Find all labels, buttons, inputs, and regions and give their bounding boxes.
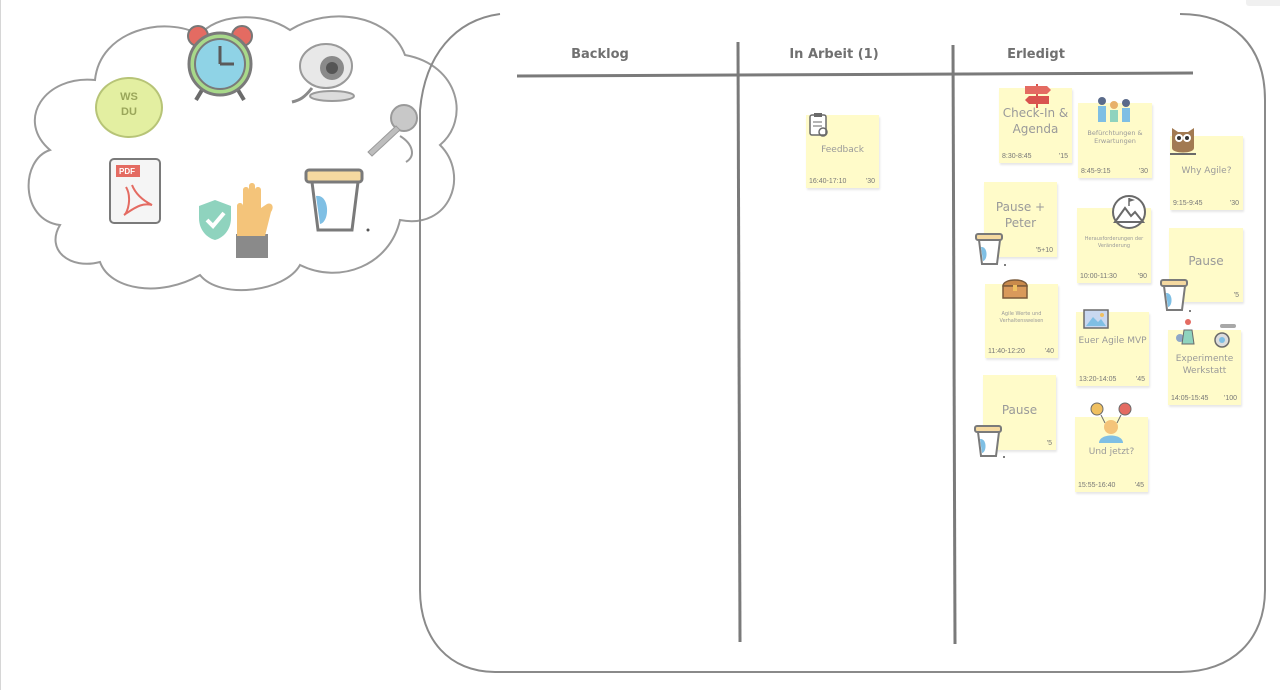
coffee-cup-icon[interactable]	[304, 162, 374, 236]
sticky-note-herausforderungen[interactable]: Herausforderungen der Veränderung 10:00-…	[1077, 195, 1151, 283]
sticky-note-check-in[interactable]: Check-In & Agenda 8:30-8:45 '15	[999, 84, 1072, 163]
note-time: 8:30-8:45	[1002, 153, 1032, 160]
note-time: 8:45-9:15	[1081, 168, 1111, 175]
note-title: Pause	[1188, 254, 1224, 268]
note-title: Pause + Peter	[995, 200, 1046, 230]
note-title: Why Agile?	[1181, 166, 1232, 176]
note-time: 9:15-9:45	[1173, 200, 1203, 207]
sticky-note-experimente[interactable]: Experimente Werkstatt 14:05-15:45 '100	[1168, 319, 1241, 405]
note-duration: '15	[1058, 153, 1068, 160]
decision-person-icon	[1090, 402, 1132, 443]
sticky-note-und-jetzt[interactable]: Und jetzt? 15:55-16:40 '45	[1075, 402, 1148, 492]
du-label: DU	[121, 106, 137, 118]
column-divider-2	[951, 44, 957, 645]
sticky-note-agile-mvp[interactable]: Euer Agile MVP 13:20-14:05 '45	[1076, 309, 1149, 386]
note-time: 14:05-15:45	[1171, 395, 1209, 402]
note-title: Befürchtungen & Erwartungen	[1087, 129, 1143, 146]
owl-icon	[1170, 128, 1196, 155]
note-title: Experimente Werkstatt	[1175, 354, 1234, 376]
note-duration: '30	[1138, 168, 1148, 175]
note-duration: '5+10	[1035, 247, 1053, 254]
coffee-cup-icon	[975, 233, 1006, 266]
note-title: Herausforderungen der Veränderung	[1084, 236, 1144, 249]
column-header-in-progress[interactable]: In Arbeit (1)	[789, 47, 879, 62]
note-time: 15:55-16:40	[1078, 482, 1116, 489]
column-divider-1	[736, 41, 742, 643]
board-frame	[419, 13, 1266, 673]
shield-check-icon[interactable]	[197, 198, 233, 242]
ws-label: WS	[120, 91, 138, 103]
note-time: 16:40-17:10	[809, 178, 847, 185]
note-duration: '30	[1229, 200, 1239, 207]
coffee-cup-icon	[1160, 279, 1191, 312]
note-duration: '90	[1137, 273, 1147, 280]
sticky-note-why-agile[interactable]: Why Agile? 9:15-9:45 '30	[1170, 128, 1243, 210]
sticky-note-agile-werte[interactable]: Agile Werte und Verhaltensweisen 11:40-1…	[985, 279, 1058, 358]
sticky-note-befuerchtungen[interactable]: Befürchtungen & Erwartungen 8:45-9:15 '3…	[1078, 97, 1152, 178]
note-title: Pause	[1001, 403, 1038, 417]
note-time: 13:20-14:05	[1079, 376, 1117, 383]
note-title: Agile Werte und Verhaltensweisen	[999, 311, 1044, 324]
corner-control[interactable]	[1246, 0, 1280, 6]
people-icon	[1098, 97, 1130, 122]
ws-du-badge[interactable]: WS DU	[95, 77, 163, 138]
note-time: 10:00-11:30	[1080, 273, 1117, 280]
pdf-icon[interactable]: PDF	[108, 157, 164, 227]
note-duration: '45	[1135, 376, 1145, 383]
column-header-done[interactable]: Erledigt	[1007, 47, 1065, 62]
note-time: 11:40-12:20	[988, 348, 1025, 355]
sticky-note-feedback[interactable]: Feedback 16:40-17:10 '30	[806, 113, 879, 188]
clipboard-icon	[809, 113, 828, 137]
experiment-icon	[1176, 319, 1236, 348]
note-duration: '45	[1134, 482, 1144, 489]
header-rule	[516, 71, 1194, 78]
treasure-chest-icon	[1002, 279, 1028, 299]
pdf-label: PDF	[119, 167, 135, 176]
coffee-cup-icon	[974, 425, 1005, 458]
note-title: Check-In & Agenda	[1002, 106, 1069, 136]
note-title: Euer Agile MVP	[1078, 336, 1147, 346]
mountain-flag-icon	[1112, 195, 1146, 229]
webcam-icon[interactable]	[282, 38, 358, 106]
note-title: Und jetzt?	[1088, 447, 1135, 457]
raised-hand-icon[interactable]	[231, 182, 277, 260]
note-title: Feedback	[821, 145, 864, 155]
picture-icon	[1083, 309, 1109, 329]
note-duration: '40	[1044, 348, 1054, 355]
canvas-left-edge	[0, 0, 1, 690]
note-duration: '30	[865, 178, 875, 185]
column-header-backlog[interactable]: Backlog	[571, 47, 629, 62]
microphone-icon[interactable]	[358, 100, 424, 170]
alarm-clock-icon[interactable]	[186, 24, 254, 102]
note-duration: '100	[1223, 395, 1237, 402]
note-duration: '5	[1046, 440, 1052, 447]
note-duration: '5	[1233, 292, 1239, 299]
signpost-icon	[1025, 84, 1051, 108]
